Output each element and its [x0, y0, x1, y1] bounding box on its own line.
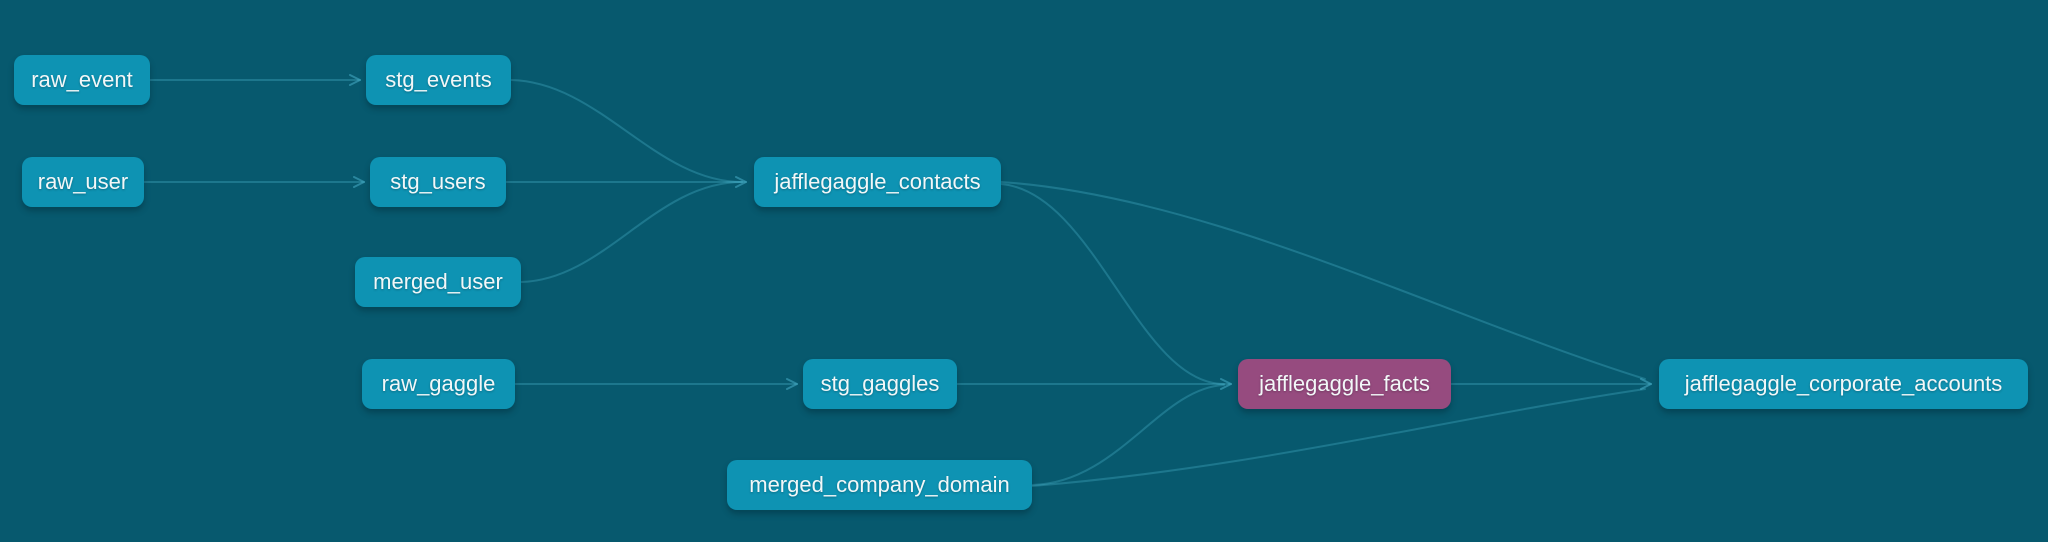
node-merged_user[interactable]: merged_user	[355, 257, 521, 307]
edge-merged_company_domain-jafflegaggle_corporate_accounts	[1031, 388, 1646, 487]
node-stg_users[interactable]: stg_users	[370, 157, 506, 207]
edge-stg_events-jafflegaggle_contacts	[510, 79, 743, 183]
node-jafflegaggle_contacts[interactable]: jafflegaggle_contacts	[754, 157, 1001, 207]
edge-merged_company_domain-jafflegaggle_facts	[1031, 384, 1225, 486]
edge-jafflegaggle_contacts-jafflegaggle_corporate_accounts	[1000, 181, 1646, 380]
node-raw_user[interactable]: raw_user	[22, 157, 144, 207]
node-stg_events[interactable]: stg_events	[366, 55, 511, 105]
node-raw_gaggle[interactable]: raw_gaggle	[362, 359, 515, 409]
edge-merged_user-jafflegaggle_contacts	[520, 181, 743, 283]
node-jafflegaggle_corporate_accounts[interactable]: jafflegaggle_corporate_accounts	[1659, 359, 2028, 409]
node-merged_company_domain[interactable]: merged_company_domain	[727, 460, 1032, 510]
node-stg_gaggles[interactable]: stg_gaggles	[803, 359, 957, 409]
node-raw_event[interactable]: raw_event	[14, 55, 150, 105]
node-jafflegaggle_facts[interactable]: jafflegaggle_facts	[1238, 359, 1451, 409]
edge-jafflegaggle_contacts-jafflegaggle_facts	[1000, 183, 1225, 385]
